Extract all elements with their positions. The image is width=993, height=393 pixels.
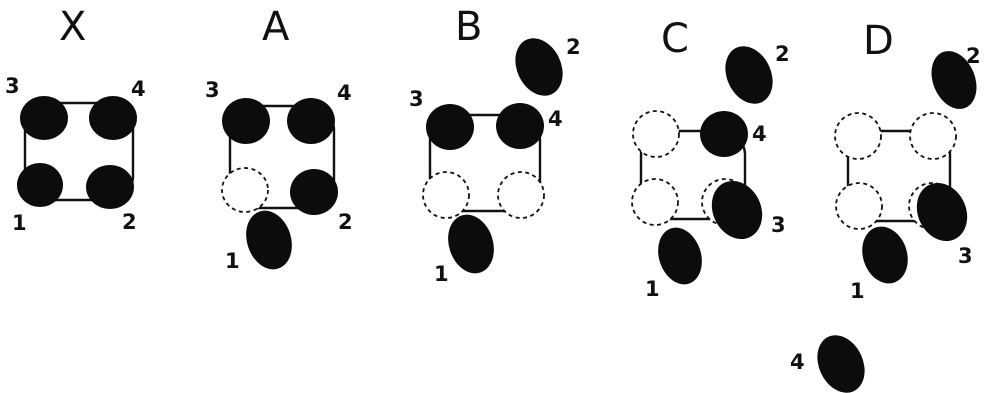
panel-c-ball-3 [711,180,763,240]
panel-x-label-3: 3 [5,74,20,98]
panel-b-ball-1 [448,214,494,274]
panel-c-label-2: 2 [775,42,790,66]
panel-x-label-2: 2 [122,210,137,234]
panel-d-ball-2 [931,51,977,109]
panel-a-ball-4 [287,98,335,144]
panel-a-ring [228,104,336,210]
panel-b-label-1: 1 [434,262,449,286]
panel-x-ball-3 [20,96,68,140]
panel-x: X 3 4 1 2 [5,4,146,235]
panel-c-vacant-bottom-left [631,178,679,226]
panel-d-ring [846,129,952,223]
panel-d-label-1: 1 [850,279,865,303]
panel-d-label-3: 3 [958,244,973,268]
panel-b: B 3 4 2 1 [409,4,581,286]
panel-b-ring [428,113,542,213]
panel-x-ball-2 [86,165,134,209]
panel-c-label-1: 1 [645,277,660,301]
panel-b-ball-3 [426,104,474,150]
panel-x-ball-1 [17,163,63,207]
panel-d-vacant-top-right [909,112,957,160]
panel-c-ball-4 [700,111,748,157]
panel-a: A 3 4 2 1 [205,4,353,273]
panel-c-label-4: 4 [752,122,767,146]
panel-a-ball-1 [246,210,292,270]
panel-d-label-4: 4 [790,350,805,374]
panel-d-vacant-top-left [834,112,882,160]
panel-a-label-2: 2 [338,210,353,234]
panel-x-label-4: 4 [131,77,146,101]
panel-c: C 4 3 2 1 [631,16,790,301]
panel-d: D 2 3 1 4 [790,18,981,393]
panel-c-ball-1 [658,227,702,285]
panel-b-ball-2 [515,38,563,96]
panel-b-title: B [455,4,482,50]
panel-d-ball-4 [817,335,865,393]
panel-b-label-4: 4 [548,107,563,131]
panel-b-label-3: 3 [409,87,424,111]
panel-a-ball-2 [290,169,338,215]
panel-x-title: X [59,4,86,50]
panel-a-ball-3 [222,98,270,144]
panel-d-ball-1 [862,226,908,284]
panel-a-vacant-1 [221,167,269,213]
panel-b-ball-4 [496,103,544,149]
panel-a-label-3: 3 [205,78,220,102]
panel-x-label-1: 1 [12,211,27,235]
panel-c-ring [639,129,747,221]
panel-c-vacant-top-left [632,110,680,158]
panel-a-label-4: 4 [337,81,352,105]
panel-x-ring [23,101,135,202]
panel-c-title: C [661,16,689,62]
panel-d-label-2: 2 [966,44,981,68]
panel-b-label-2: 2 [566,35,581,59]
panel-b-vacant-1 [422,171,470,219]
panel-x-ball-4 [89,96,137,140]
panel-d-title: D [863,18,894,64]
panel-d-vacant-bottom-left [835,182,883,230]
panel-d-ball-3 [916,182,968,242]
panel-c-ball-2 [725,46,773,104]
panel-c-label-3: 3 [771,213,786,237]
panel-b-vacant-2 [497,171,545,219]
panel-a-label-1: 1 [225,249,240,273]
panel-a-title: A [262,4,290,50]
